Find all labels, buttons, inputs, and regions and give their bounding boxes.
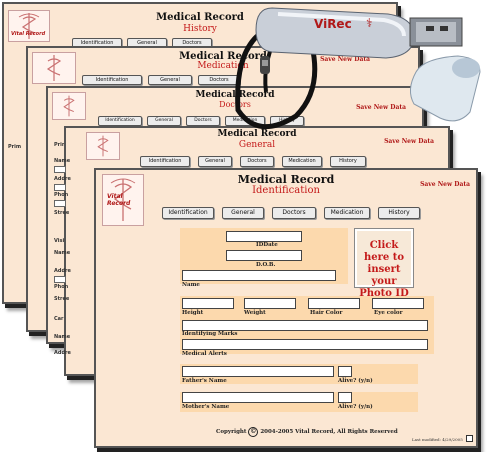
father-name-field[interactable]: [182, 366, 334, 377]
save-new-data-link[interactable]: Save New Data: [356, 104, 406, 111]
logo-text: Vital Record: [11, 31, 46, 37]
mother-name-label: Mother's Name: [182, 404, 230, 410]
medical-alerts-label: Medical Alerts: [182, 351, 227, 357]
caduceus-icon: ⚕: [366, 16, 373, 30]
vital-record-logo: [52, 92, 86, 120]
identification-card: Vital Record Medical Record Identificati…: [94, 168, 478, 448]
footer-copyright: Copyright © 2004-2005 Vital Record, All …: [216, 427, 398, 437]
stub-label: Name: [54, 158, 71, 164]
card-subtitle: History: [183, 24, 217, 34]
name-field[interactable]: [182, 270, 336, 281]
tab-general[interactable]: General: [198, 156, 232, 167]
stub-field: [54, 166, 66, 173]
card-title: Medical Record: [217, 129, 297, 139]
stub-label: Phon: [54, 284, 69, 290]
tab-identification[interactable]: Identification: [98, 116, 142, 126]
dob-label: D.O.B.: [256, 262, 276, 268]
tab-medication[interactable]: Medication: [282, 156, 322, 167]
mother-alive-label: Alive? (y/n): [338, 404, 373, 410]
tab-history[interactable]: History: [330, 156, 366, 167]
father-alive-label: Alive? (y/n): [338, 378, 373, 384]
stub-label: Addre: [54, 350, 71, 356]
stub-label: Name: [54, 250, 71, 256]
usb-label-text: ViRec: [314, 17, 352, 31]
card-subtitle: Doctors: [219, 100, 251, 109]
usb-drive-icon: [235, 7, 481, 130]
stub-label: Phon: [54, 192, 69, 198]
vital-record-logo: Vital Record: [102, 174, 144, 226]
father-name-label: Father's Name: [182, 378, 227, 384]
card-title: Medical Record: [237, 173, 335, 186]
stub-label: Stree: [54, 296, 70, 302]
hair-color-field[interactable]: [308, 298, 360, 309]
iddate-label: IDDate: [256, 242, 278, 248]
tab-identification[interactable]: Identification: [162, 207, 214, 219]
name-label: Name: [182, 282, 200, 288]
nav-bar: Identification General Doctors: [82, 75, 240, 85]
vital-record-logo: Vital Record: [8, 10, 50, 42]
save-new-data-link[interactable]: Save New Data: [320, 56, 370, 63]
stub-label: Stree: [54, 210, 70, 216]
logo-text: Vital Record: [107, 193, 131, 207]
tab-medication[interactable]: Medication: [324, 207, 370, 219]
tab-doctors[interactable]: Doctors: [186, 116, 220, 126]
tab-identification[interactable]: Identification: [82, 75, 142, 85]
tab-history[interactable]: History: [378, 207, 420, 219]
eye-color-label: Eye color: [374, 310, 403, 316]
stub-field: [54, 276, 66, 283]
stub-label: Addre: [54, 268, 71, 274]
stub-label: Addre: [54, 176, 71, 182]
copyright-symbol-icon: ©: [248, 427, 259, 437]
insert-photo-button[interactable]: Click here to insert your Photo ID: [354, 228, 414, 299]
mother-alive-field[interactable]: [338, 392, 352, 403]
height-label: Height: [182, 310, 204, 316]
vital-record-logo: [86, 132, 120, 160]
stub-label: Prim: [54, 142, 68, 148]
stub-label: Car: [54, 316, 64, 322]
tab-general[interactable]: General: [222, 207, 264, 219]
card-subtitle: Identification: [252, 185, 320, 196]
stub-label: Visi: [54, 238, 65, 244]
tab-identification[interactable]: Identification: [140, 156, 190, 167]
stub-field: [54, 184, 66, 191]
nav-bar: Identification General Doctors Medicatio…: [162, 207, 420, 219]
copyright-word: Copyright: [216, 429, 247, 435]
weight-field[interactable]: [244, 298, 296, 309]
card-title: Medical Record: [179, 51, 267, 62]
mother-name-field[interactable]: [182, 392, 334, 403]
usb-drive-image: ViRec ⚕: [218, 0, 496, 200]
card-subtitle: General: [238, 140, 276, 150]
tab-doctors[interactable]: Doctors: [272, 207, 316, 219]
last-modified: Last modified: 4/29/2005: [412, 437, 463, 442]
stub-field: [54, 200, 66, 207]
tab-doctors[interactable]: Doctors: [240, 156, 274, 167]
father-alive-field[interactable]: [338, 366, 352, 377]
identifying-marks-label: Identifying Marks: [182, 331, 238, 337]
dob-field[interactable]: [226, 250, 302, 261]
copyright-text: 2004-2005 Vital Record, All Rights Reser…: [260, 429, 398, 435]
tab-general[interactable]: General: [148, 75, 192, 85]
stub-label: Prim: [8, 144, 22, 150]
weight-label: Weight: [244, 310, 266, 316]
insert-photo-text: Click here to insert your Photo ID: [359, 240, 409, 299]
height-field[interactable]: [182, 298, 234, 309]
identifying-marks-field[interactable]: [182, 320, 428, 331]
footer-checkbox[interactable]: [466, 435, 473, 442]
save-new-data-link[interactable]: Save New Data: [384, 138, 434, 145]
card-subtitle: Medication: [197, 61, 249, 71]
medical-alerts-field[interactable]: [182, 339, 428, 350]
save-new-data-link[interactable]: Save New Data: [420, 181, 470, 188]
eye-color-field[interactable]: [372, 298, 424, 309]
card-title: Medical Record: [195, 90, 275, 100]
vital-record-logo: [32, 52, 76, 84]
tab-general[interactable]: General: [147, 116, 181, 126]
card-title: Medical Record: [156, 12, 244, 23]
nav-bar: Identification General Doctors Medicatio…: [140, 156, 366, 167]
iddate-field[interactable]: [226, 231, 302, 242]
stub-label: Name: [54, 334, 71, 340]
hair-color-label: Hair Color: [310, 310, 343, 316]
